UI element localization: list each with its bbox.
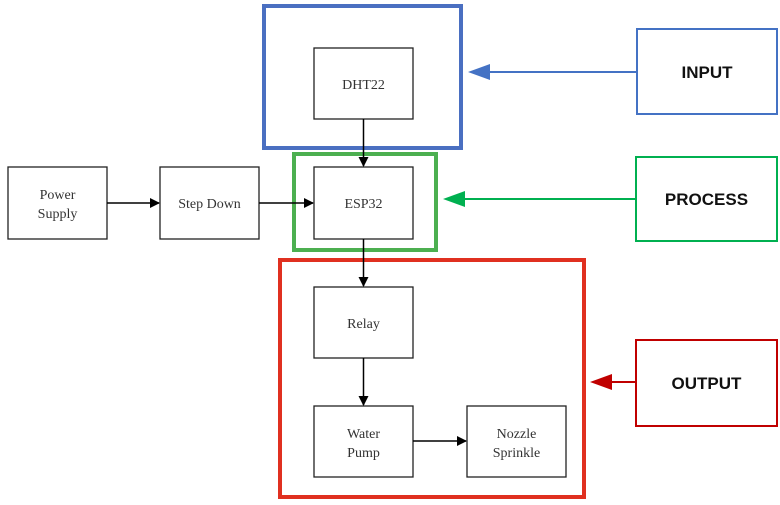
arrowhead-icon bbox=[443, 191, 465, 207]
node-power-supply: Power Supply bbox=[7, 166, 108, 240]
node-relay-label: Relay bbox=[347, 317, 380, 332]
node-water-pump-label-line1: Water bbox=[347, 427, 380, 442]
process-label-text: PROCESS bbox=[665, 190, 748, 209]
output-label-box: OUTPUT bbox=[635, 339, 778, 427]
process-label-box: PROCESS bbox=[635, 156, 778, 242]
arrowhead-icon bbox=[590, 374, 612, 390]
process-group-frame bbox=[292, 152, 438, 252]
node-dht22-label: DHT22 bbox=[342, 78, 385, 93]
node-step-down: Step Down bbox=[159, 166, 260, 240]
node-power-supply-label-line1: Power bbox=[40, 188, 76, 203]
node-esp32-label: ESP32 bbox=[344, 197, 382, 212]
arrowhead-icon bbox=[468, 64, 490, 80]
node-esp32: ESP32 bbox=[313, 166, 414, 240]
input-group-frame bbox=[262, 4, 463, 150]
output-pointer-arrow bbox=[590, 374, 636, 390]
input-pointer-arrow bbox=[468, 64, 637, 80]
process-pointer-arrow bbox=[443, 191, 636, 207]
node-water-pump: Water Pump bbox=[313, 405, 414, 478]
input-label-text: INPUT bbox=[682, 63, 734, 82]
input-label-box: INPUT bbox=[636, 28, 778, 115]
node-step-down-label: Step Down bbox=[178, 197, 241, 212]
node-power-supply-label-line2: Supply bbox=[38, 207, 78, 222]
node-nozzle-sprinkle: Nozzle Sprinkle bbox=[466, 405, 567, 478]
node-nozzle-sprinkle-label-line1: Nozzle bbox=[497, 427, 537, 442]
node-dht22: DHT22 bbox=[313, 47, 414, 120]
output-label-text: OUTPUT bbox=[672, 374, 743, 393]
node-relay: Relay bbox=[313, 286, 414, 359]
node-water-pump-label-line2: Pump bbox=[347, 446, 380, 461]
node-nozzle-sprinkle-label-line2: Sprinkle bbox=[493, 446, 540, 461]
output-group-frame bbox=[278, 258, 586, 499]
